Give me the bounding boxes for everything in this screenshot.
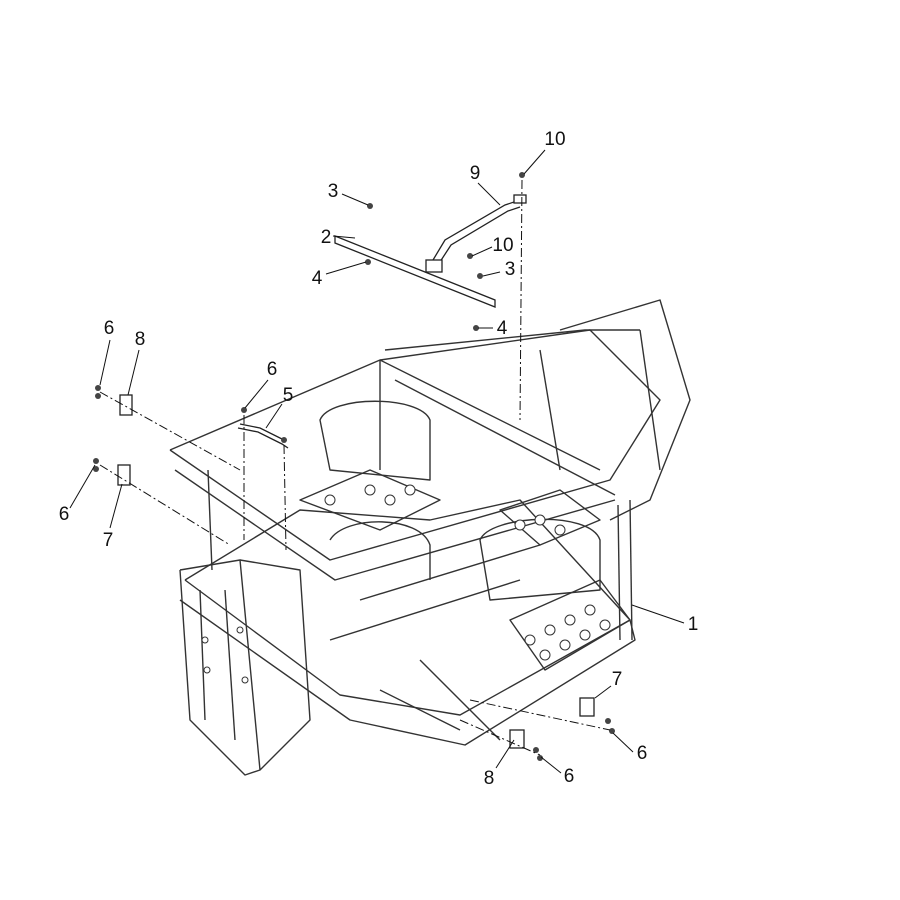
callout-number: 6 <box>104 318 115 339</box>
callout-6: 6 <box>540 756 575 787</box>
callout-number: 10 <box>544 129 565 150</box>
callout-leader-line <box>127 349 140 396</box>
callout-5: 5 <box>265 385 294 429</box>
callout-leader-line <box>69 464 96 509</box>
callout-leader-line <box>523 149 546 175</box>
callout-number: 4 <box>497 318 508 339</box>
bracket-part-5 <box>237 423 289 449</box>
callout-6: 6 <box>244 359 278 409</box>
callout-number: 10 <box>492 235 513 256</box>
callout-8: 8 <box>484 739 515 789</box>
callout-4: 4 <box>312 261 367 289</box>
plate-part-7-right <box>579 697 595 717</box>
callout-number: 9 <box>470 163 481 184</box>
callout-leader-line <box>594 685 612 699</box>
callout-number: 3 <box>328 181 339 202</box>
plate-part-8-left <box>119 394 133 416</box>
callout-number: 6 <box>637 743 648 764</box>
callout-number: 2 <box>321 227 332 248</box>
callout-6: 6 <box>59 464 96 525</box>
callout-7: 7 <box>103 483 123 551</box>
callout-number: 3 <box>505 259 516 280</box>
callout-3: 3 <box>328 181 369 206</box>
callout-number: 6 <box>267 359 278 380</box>
callout-10: 10 <box>523 129 566 175</box>
callout-number: 7 <box>612 669 623 690</box>
callout-number: 5 <box>283 385 294 406</box>
callout-leader-line <box>325 261 367 275</box>
callout-number: 6 <box>564 766 575 787</box>
callout-4: 4 <box>478 318 508 339</box>
callout-6: 6 <box>612 732 648 764</box>
crossbar-part-2 <box>334 235 496 308</box>
plate-part-7-left <box>117 464 131 486</box>
callout-leader-line <box>265 403 283 429</box>
callout-2: 2 <box>321 227 356 248</box>
callout-number: 6 <box>59 504 70 525</box>
plate-part-8-right <box>509 729 525 749</box>
callout-leader-line <box>612 732 634 753</box>
callout-8: 8 <box>127 329 146 396</box>
callout-7: 7 <box>594 669 623 699</box>
callout-leader-line <box>109 483 123 529</box>
callout-6: 6 <box>99 318 115 386</box>
mount-plates <box>117 394 595 749</box>
callout-leader-line <box>477 182 501 206</box>
support-bar-part-9 <box>425 194 527 273</box>
callout-number: 1 <box>688 614 699 635</box>
callout-leader-line <box>332 235 356 239</box>
callout-3: 3 <box>482 259 516 280</box>
callout-leader-line <box>540 756 562 774</box>
callout-9: 9 <box>470 163 501 206</box>
callout-leader-line <box>631 604 685 624</box>
callout-10: 10 <box>471 235 514 257</box>
callout-number: 7 <box>103 530 114 551</box>
callout-leader-line <box>99 339 111 386</box>
callout-number: 8 <box>135 329 146 350</box>
fasteners <box>93 172 615 761</box>
callout-leader-line <box>471 246 493 257</box>
callout-number: 8 <box>484 768 495 789</box>
callout-leader-line <box>244 379 269 409</box>
callout-number: 4 <box>312 268 323 289</box>
assembly-lines <box>99 179 611 756</box>
frame-holes <box>201 484 611 684</box>
callout-leader-line <box>495 739 515 769</box>
callout-1: 1 <box>631 604 699 635</box>
callout-leader-line <box>341 193 369 206</box>
vehicle-frame <box>169 299 691 776</box>
callout-leader-line <box>482 271 501 277</box>
